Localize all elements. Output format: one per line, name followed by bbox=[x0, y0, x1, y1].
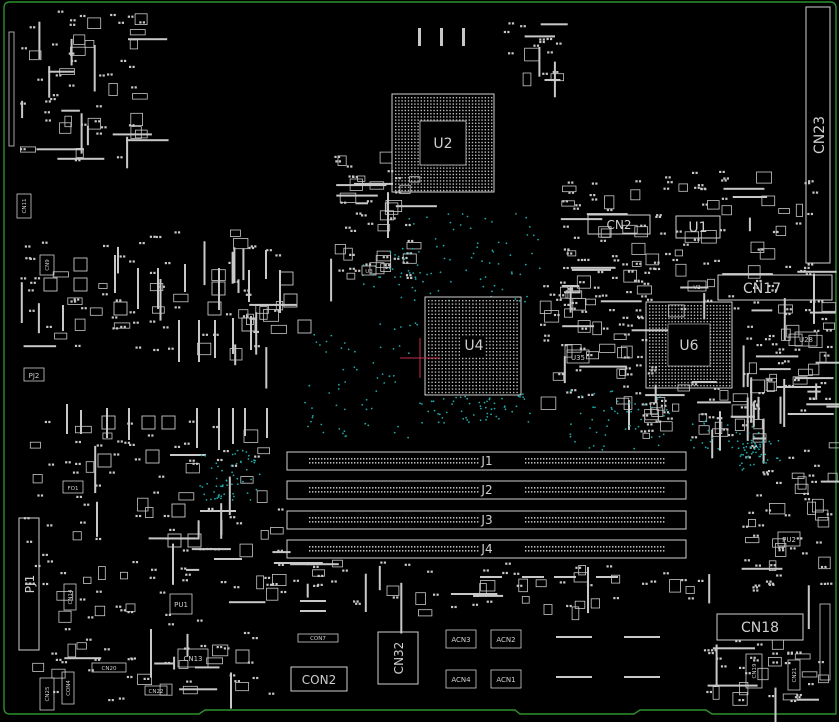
connector-pj1[interactable]: PJ1 bbox=[18, 517, 40, 651]
board-outline bbox=[3, 1, 837, 715]
part-v2-label: V2 bbox=[693, 285, 700, 291]
part-cn22-label: CN22 bbox=[149, 689, 164, 695]
part-cn20-label: CN20 bbox=[102, 666, 117, 672]
chip-u6-label: U6 bbox=[679, 338, 698, 354]
dimm-slot-j1[interactable]: J1 bbox=[286, 451, 687, 471]
dimm-pins bbox=[309, 546, 665, 552]
connector-cn13-label: CN13 bbox=[183, 655, 202, 663]
part-pu2[interactable]: PU2 bbox=[777, 531, 801, 547]
chip-u2-label: U2 bbox=[433, 136, 452, 152]
part-acn4-label: ACN4 bbox=[451, 676, 471, 684]
connector-cn17[interactable]: CN17 bbox=[717, 274, 833, 301]
part-u35[interactable]: U35 bbox=[566, 349, 590, 364]
part-cn20[interactable]: CN20 bbox=[91, 662, 127, 673]
part-con4-label: CON4 bbox=[66, 680, 72, 696]
via-fields bbox=[199, 213, 781, 501]
part-cn19[interactable]: CN19 bbox=[745, 653, 763, 689]
chip-u4-label: U4 bbox=[464, 338, 483, 354]
part-cn21-label: CN21 bbox=[792, 668, 798, 683]
part-acn1[interactable]: ACN1 bbox=[490, 669, 522, 689]
cn18-lead-strip bbox=[819, 603, 831, 681]
part-cn21[interactable]: CN21 bbox=[787, 659, 801, 691]
bga-grid-u4 bbox=[428, 300, 518, 394]
part-u3[interactable]: U3 bbox=[361, 265, 377, 276]
connector-cn23[interactable]: CN23 bbox=[805, 6, 831, 264]
connector-pj1-label: PJ1 bbox=[23, 575, 37, 593]
connector-u1[interactable]: U1 bbox=[675, 215, 721, 239]
part-cn9[interactable]: CN9 bbox=[39, 254, 55, 276]
part-cn11[interactable]: CN11 bbox=[16, 193, 32, 219]
part-fo1-label: FO1 bbox=[68, 486, 79, 492]
connector-cn32[interactable]: CN32 bbox=[377, 631, 419, 685]
part-pu2-label: PU2 bbox=[782, 536, 796, 544]
connector-cn18-label: CN18 bbox=[741, 620, 779, 636]
dimm-pins bbox=[309, 517, 665, 523]
part-u28-label: U28 bbox=[799, 336, 813, 344]
dimm-pins bbox=[309, 458, 665, 464]
dimm-pins bbox=[309, 487, 665, 493]
dimm-slot-j4-label: J4 bbox=[480, 542, 492, 556]
part-acn4[interactable]: ACN4 bbox=[445, 669, 477, 689]
connector-con2-label: CON2 bbox=[302, 673, 336, 687]
part-cn14[interactable]: CN14 bbox=[63, 583, 77, 611]
part-acn1-label: ACN1 bbox=[496, 676, 515, 684]
connector-cn2-label: CN2 bbox=[607, 218, 632, 232]
part-acn2[interactable]: ACN2 bbox=[490, 629, 522, 649]
connector-cn17-label: CN17 bbox=[743, 281, 781, 297]
part-acn3[interactable]: ACN3 bbox=[445, 629, 477, 649]
part-cn25[interactable]: CN25 bbox=[39, 677, 55, 711]
dimm-slot-j3[interactable]: J3 bbox=[286, 510, 687, 530]
part-pj2-label: PJ2 bbox=[29, 372, 40, 380]
dimm-slot-j4[interactable]: J4 bbox=[286, 539, 687, 559]
part-cn19-label: CN19 bbox=[752, 663, 758, 678]
component-footprints bbox=[19, 10, 839, 722]
dimm-slot-j1-label: J1 bbox=[480, 454, 492, 468]
chip-u2[interactable]: U2 bbox=[391, 93, 495, 193]
part-pu1-label: PU1 bbox=[174, 601, 188, 609]
part-con4[interactable]: CON4 bbox=[61, 671, 75, 705]
top-left-header bbox=[8, 31, 15, 147]
dimm-slot-j2-label: J2 bbox=[480, 483, 492, 497]
part-cn11-label: CN11 bbox=[22, 199, 28, 214]
connector-con2[interactable]: CON2 bbox=[290, 666, 348, 692]
chip-u4[interactable]: U4 bbox=[400, 296, 522, 396]
dimm-slot-group: J1 J2 J3 J4 bbox=[286, 451, 687, 559]
part-con7-label: CON7 bbox=[310, 636, 326, 642]
part-con7[interactable]: CON7 bbox=[297, 633, 339, 643]
part-pu1[interactable]: PU1 bbox=[169, 593, 193, 615]
dimm-slot-j3-label: J3 bbox=[480, 513, 492, 527]
connector-u1-label: U1 bbox=[688, 220, 707, 236]
part-u3-label: U3 bbox=[365, 269, 373, 275]
connector-cn23-label: CN23 bbox=[812, 116, 828, 154]
connector-cn18[interactable]: CN18 bbox=[716, 613, 804, 641]
connector-cn13[interactable]: CN13 bbox=[177, 648, 209, 668]
part-cn9-label: CN9 bbox=[45, 259, 51, 271]
part-pj2[interactable]: PJ2 bbox=[23, 367, 45, 382]
dimm-slot-j2[interactable]: J2 bbox=[286, 480, 687, 500]
part-cn14-label: CN14 bbox=[68, 589, 74, 604]
connector-cn2[interactable]: CN2 bbox=[587, 214, 651, 235]
chip-u6[interactable]: U6 bbox=[645, 301, 733, 389]
connector-cn32-label: CN32 bbox=[392, 642, 406, 675]
part-acn2-label: ACN2 bbox=[496, 636, 515, 644]
part-fo1[interactable]: FO1 bbox=[62, 480, 84, 494]
part-cn25-label: CN25 bbox=[45, 686, 51, 701]
part-v2[interactable]: V2 bbox=[687, 280, 707, 292]
part-u35-label: U35 bbox=[571, 354, 585, 362]
part-u28[interactable]: U28 bbox=[794, 331, 818, 347]
part-cn22[interactable]: CN22 bbox=[144, 685, 168, 696]
part-acn3-label: ACN3 bbox=[451, 636, 470, 644]
